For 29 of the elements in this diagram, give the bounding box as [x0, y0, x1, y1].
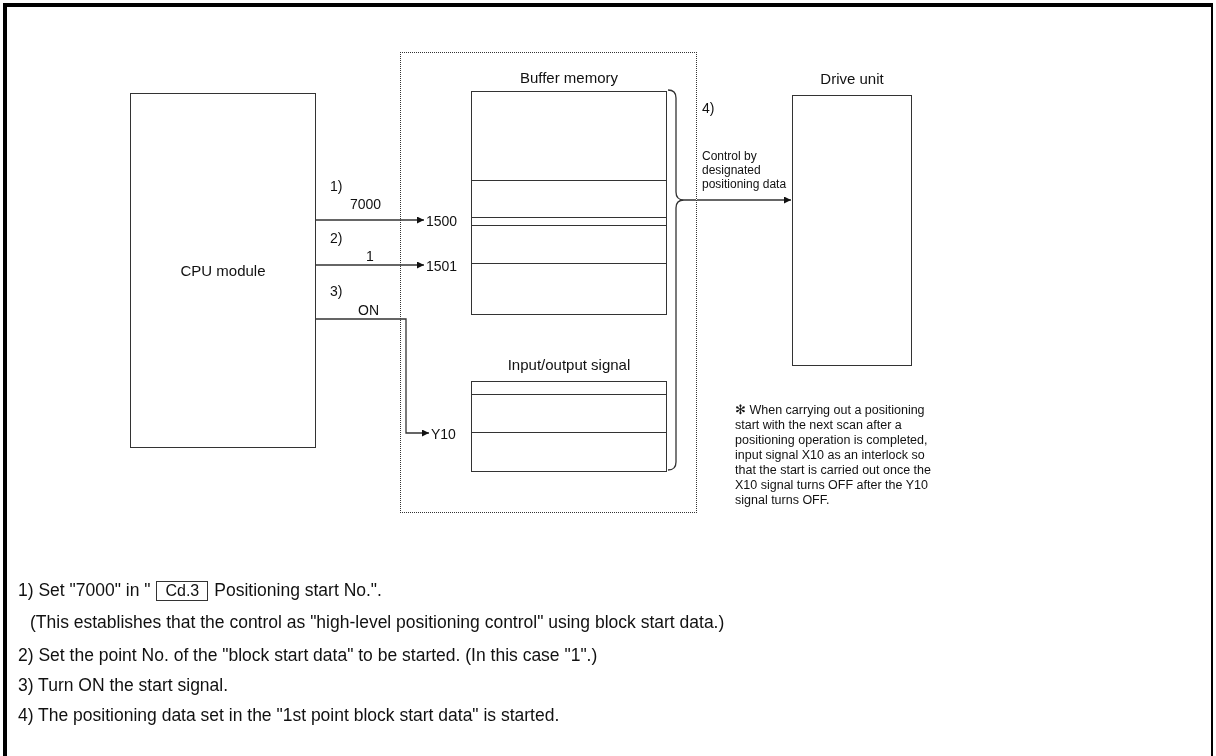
module-outline [400, 52, 697, 513]
note-text: ✻ When carrying out a positioning start with the next scan after a positioning operation is completed, input signal X10 as an interlock so that the start is carried out once the X10 signal turns OFF after the Y10 signal turns OFF. [735, 403, 932, 508]
box-label: CPU module [180, 262, 266, 279]
data-item-code: Cd.3 [156, 580, 209, 601]
instruction-text: 3) Turn ON the start signal. [18, 675, 229, 696]
instruction-text: 1) Set "7000" in " [18, 580, 151, 601]
note-text: (This establishes that the control as "high-level positioning control" using block start data.) [30, 612, 725, 633]
box-heading: Drive unit [819, 70, 885, 87]
edge-label: 7000 [350, 196, 382, 213]
edge-label: Control by designated positioning data [702, 150, 788, 192]
arrow [315, 261, 425, 269]
arrow [315, 216, 425, 224]
step-number: 1) [330, 178, 343, 194]
arrow [315, 318, 430, 437]
instruction-text: Positioning start No.". [214, 580, 382, 601]
edge-label: ON [358, 302, 379, 319]
address-label: Y10 [431, 425, 467, 443]
step-number: 4) [702, 100, 715, 116]
step-number: 3) [330, 283, 343, 299]
module-box [130, 93, 316, 448]
arrow [696, 196, 792, 204]
edge-label: 1 [366, 248, 374, 265]
instruction-text: 2) Set the point No. of the "block start data" to be started. (In this case "1".) [18, 645, 598, 666]
instruction-text: 4) The positioning data set in the "1st point block start data" is started. [18, 705, 560, 726]
step-number: 2) [330, 230, 343, 246]
address-label: 1500 [426, 212, 468, 230]
table-heading: Buffer memory [518, 69, 620, 86]
address-label: 1501 [426, 257, 468, 275]
table-heading: Input/output signal [506, 356, 632, 373]
